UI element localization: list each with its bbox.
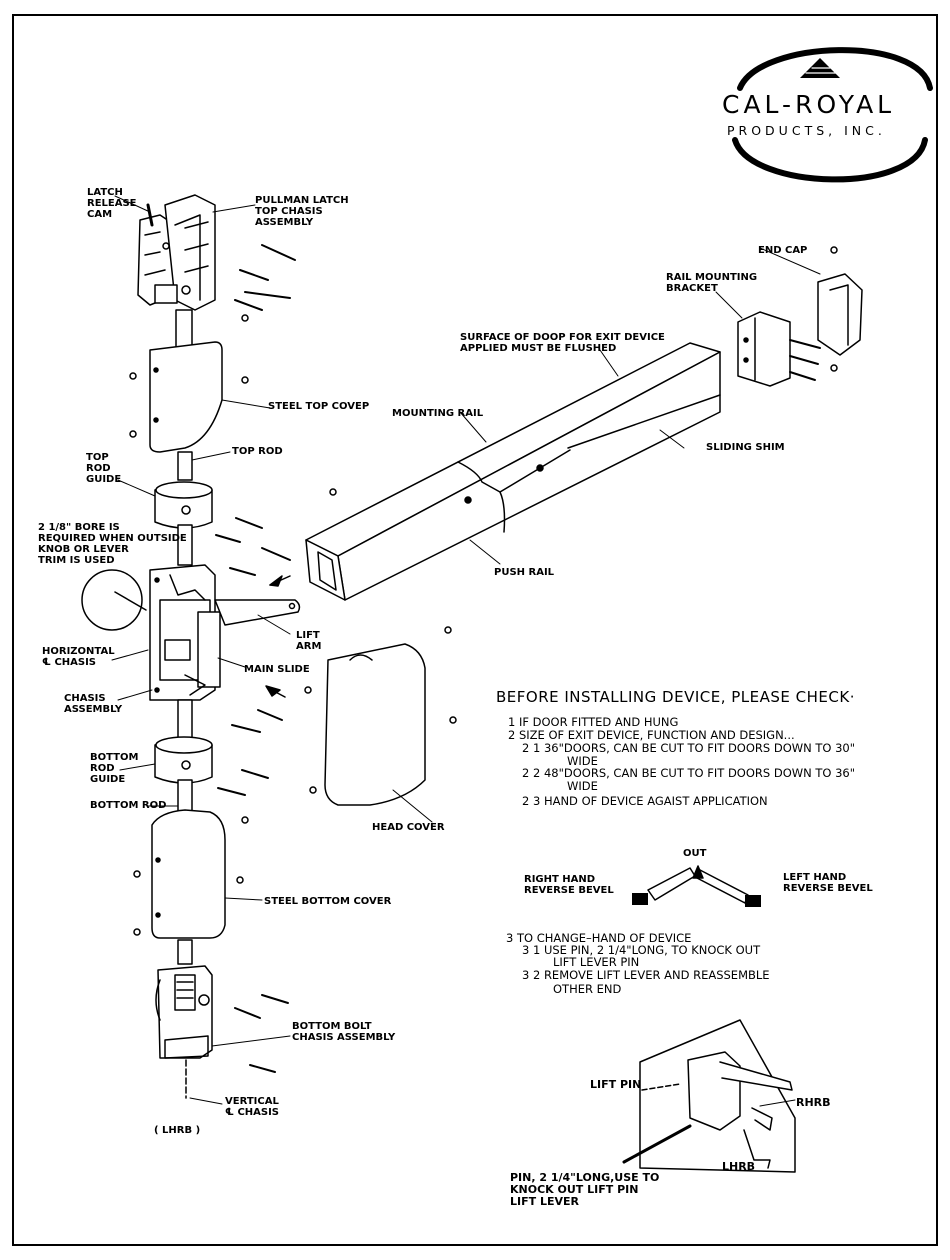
drawing-border — [12, 14, 938, 1246]
end-cap — [817, 246, 863, 372]
detail-rhrb-label: RHRB — [796, 1096, 831, 1109]
instructions-title: BEFORE INSTALLING DEVICE, PLEASE CHECK· — [496, 688, 855, 706]
label-vertical-chasis: VERTICAL℄ CHASIS — [225, 1096, 280, 1118]
label-head-cover: HEAD COVER — [372, 822, 445, 833]
hand-change-detail — [622, 1019, 796, 1173]
label-steel-bottom-cover: STEEL BOTTOM COVER — [264, 896, 392, 907]
pullman-latch-top-chasis — [137, 194, 216, 311]
bevel-out-label: OUT — [683, 848, 707, 859]
main-chasis-assembly — [149, 564, 221, 701]
screws — [215, 244, 296, 1073]
detail-lift-pin-label: LIFT PIN — [590, 1078, 642, 1091]
instruction-item-3-1-cont: LIFT LEVER PIN — [553, 955, 640, 969]
bottom-bolt-chasis — [155, 965, 213, 1059]
steel-bottom-cover — [151, 809, 226, 939]
label-mounting-rail: MOUNTING RAIL — [392, 408, 484, 419]
detail-lhrb-label: LHRB — [722, 1160, 756, 1173]
cal-royal-logo — [732, 47, 933, 183]
rail-mounting-bracket — [737, 311, 791, 387]
label-bottom-rod: BOTTOM ROD — [90, 800, 167, 811]
label-end-cap: END CAP — [758, 245, 808, 256]
instruction-item-3: 3 TO CHANGE–HAND OF DEVICE — [506, 931, 692, 945]
push-rail-assembly — [305, 342, 721, 601]
instruction-item-3-1: 3 1 USE PIN, 2 1/4"LONG, TO KNOCK OUT — [522, 943, 761, 957]
label-horizontal-chasis: HORIZONTAL℄ CHASIS — [42, 646, 115, 668]
label-top-rod: TOP ROD — [232, 446, 283, 457]
small-screws — [129, 314, 457, 936]
label-steel-top-cover: STEEL TOP COVEP — [268, 401, 370, 412]
instruction-item-3-2: 3 2 REMOVE LIFT LEVER AND REASSEMBLE — [522, 968, 770, 982]
label-lhrb-bottom: ( LHRB ) — [154, 1125, 201, 1136]
label-sliding-shim: SLIDING SHIM — [706, 442, 785, 453]
head-cover — [324, 643, 433, 823]
bevel-diagram — [632, 865, 761, 907]
steel-top-cover — [149, 341, 223, 453]
bracket-screws — [789, 339, 821, 381]
logo-name: CAL-ROYAL — [722, 90, 896, 119]
instruction-item-2-3: 2 3 HAND OF DEVICE AGAIST APPLICATION — [522, 794, 768, 808]
bore-circle — [81, 569, 143, 631]
instruction-item-2-1: 2 1 36"DOORS, CAN BE CUT TO FIT DOORS DO… — [522, 741, 856, 755]
instruction-item-2-2: 2 2 48"DOORS, CAN BE CUT TO FIT DOORS DO… — [522, 766, 856, 780]
logo-subtitle: PRODUCTS, INC. — [727, 123, 886, 138]
instruction-item-1: 1 IF DOOR FITTED AND HUNG — [508, 715, 679, 729]
leader-lines — [111, 195, 291, 1105]
instruction-item-2-1-cont: WIDE — [567, 754, 598, 768]
vertical-rod-assembly — [137, 194, 301, 1099]
instruction-item-2-2-cont: WIDE — [567, 779, 598, 793]
lift-arm — [214, 599, 301, 626]
label-push-rail: PUSH RAIL — [494, 567, 555, 578]
label-main-slide: MAIN SLIDE — [244, 664, 310, 675]
instruction-item-3-2-cont: OTHER END — [553, 982, 622, 996]
instruction-item-2: 2 SIZE OF EXIT DEVICE, FUNCTION AND DESI… — [508, 728, 795, 742]
